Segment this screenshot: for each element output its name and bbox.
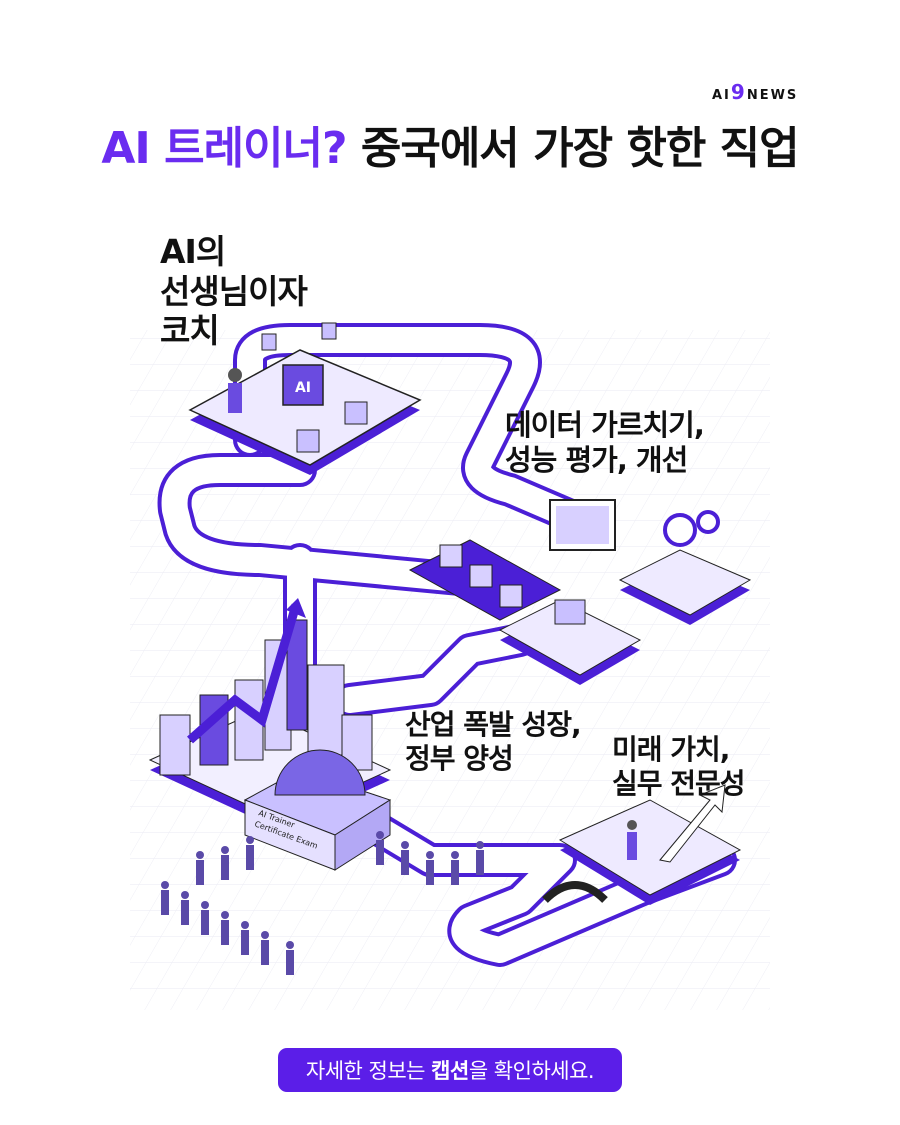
evaluation-platform [498, 499, 752, 685]
queue-of-people [161, 831, 484, 975]
brand-logo: AI9NEWS [712, 80, 799, 104]
ai-hub-platform: AI [188, 322, 422, 475]
ai-cube [282, 364, 324, 406]
trainer-person-icon [228, 368, 242, 382]
winding-path [157, 323, 737, 967]
growth-arrow-icon [187, 603, 301, 744]
label-industry-growth: 산업 폭발 성장, 정부 양성 [405, 708, 582, 775]
dome [274, 749, 366, 796]
gear-icon [663, 513, 697, 547]
label-future-value: 미래 가치, 실무 전문성 [612, 733, 746, 800]
title-accent: AI 트레이너? [101, 123, 347, 174]
conveyor-belt [408, 539, 562, 621]
title-rest: 중국에서 가장 핫한 직업 [346, 123, 800, 174]
exam-building: AI Trainer Certificate Exam [243, 749, 392, 871]
professional-person-icon [627, 820, 637, 830]
future-value-platform [542, 784, 742, 905]
label-data-training: 데이터 가르치기, 성능 평가, 개선 [505, 408, 705, 477]
ai-cube-label: AI [295, 380, 311, 396]
label-teacher-coach: AI의 선생님이자 코치 [160, 232, 308, 351]
page-title: AI 트레이너? 중국에서 가장 핫한 직업 [0, 112, 900, 176]
rising-arrow-icon [659, 784, 726, 863]
bridge [542, 881, 608, 903]
